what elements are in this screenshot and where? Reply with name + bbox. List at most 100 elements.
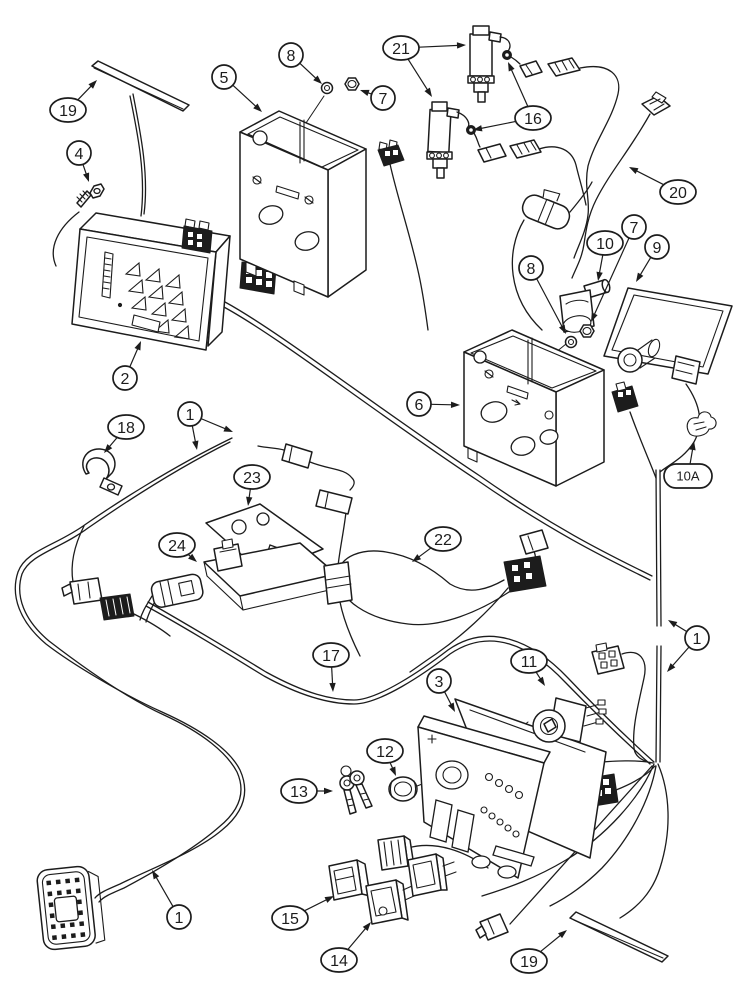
harness-clip-10a: [686, 411, 717, 437]
balloon-outline: [112, 365, 138, 391]
balloon-outline: [621, 214, 647, 240]
callout-number: 16: [524, 111, 542, 128]
callout-10A: 10A: [663, 441, 713, 489]
leader-arrowhead: [104, 444, 113, 453]
leader-arrowhead: [591, 312, 598, 322]
dome-lamp-9: [603, 287, 733, 385]
callout-number: 11: [521, 654, 538, 671]
strip-retainer-top: [91, 60, 190, 112]
callout-number: 13: [290, 784, 308, 801]
callout-number: 24: [168, 538, 186, 555]
callout-number: 18: [117, 420, 135, 437]
balloon-outline: [233, 464, 271, 490]
strip-retainer-bottom: [569, 911, 669, 963]
instrument-panel-3: [417, 715, 551, 879]
key-set-13: [339, 765, 373, 815]
leader-arrowhead: [88, 80, 97, 89]
callout-number: 22: [434, 532, 452, 549]
leader-arrowhead: [313, 75, 322, 84]
callout-number: 2: [121, 371, 130, 388]
callout-number: 8: [527, 261, 536, 278]
callout-leader: [591, 237, 630, 321]
pressure-switch-21b: [426, 101, 470, 179]
balloon-outline: [366, 738, 404, 764]
inline-diode-a: [281, 443, 313, 469]
callout-number: 7: [630, 220, 639, 237]
balloon-outline: [426, 668, 452, 694]
mounting-box-6: [463, 329, 605, 487]
callout-7: 7: [591, 214, 647, 322]
callout-number: 3: [435, 674, 444, 691]
circuit-breaker-14: [365, 879, 415, 925]
nut-7b: [579, 324, 595, 338]
leader-arrowhead: [667, 663, 676, 672]
leader-arrowhead: [362, 922, 371, 931]
callout-number: 1: [186, 407, 195, 424]
balloon-outline: [177, 401, 203, 427]
callout-number: 8: [287, 48, 296, 65]
callout-18: 18: [104, 414, 145, 453]
balloon-outline: [586, 230, 624, 256]
terminal-connectors-a: [519, 57, 581, 78]
balloon-outline: [158, 532, 196, 558]
callout-8: 8: [518, 255, 566, 334]
callout-22: 22: [412, 526, 462, 562]
balloon-outline: [382, 35, 420, 61]
callout-15: 15: [271, 896, 334, 931]
grommet-16b: [466, 125, 481, 148]
washer-8a: [320, 81, 334, 95]
leader-arrowhead: [324, 896, 334, 903]
mounting-bolt-4: [76, 183, 105, 208]
callout-17: 17: [312, 642, 350, 692]
callout-10: 10: [586, 230, 624, 281]
nut-7a: [344, 77, 360, 91]
balloon-outline: [663, 463, 713, 489]
balloon-outline: [320, 947, 358, 973]
grommet-16a: [502, 50, 521, 65]
terminal-connectors-b: [477, 139, 542, 163]
relay-module-24: [150, 573, 204, 608]
callout-7: 7: [360, 85, 396, 111]
callout-23: 23: [233, 464, 271, 506]
leader-arrowhead: [192, 440, 199, 450]
callout-1: 1: [177, 401, 233, 450]
callout-19: 19: [49, 80, 97, 123]
balloon-outline: [644, 234, 670, 260]
callout-2: 2: [112, 341, 141, 391]
callout-leader: [536, 278, 566, 333]
connector-plug-20: [641, 91, 671, 116]
circuit-breaker-b: [407, 853, 457, 897]
balloon-outline: [66, 140, 92, 166]
callout-number: 17: [322, 648, 340, 665]
bulkhead-connector-1: [36, 865, 106, 951]
bezel-nut-12: [388, 776, 418, 802]
callout-9: 9: [636, 234, 670, 282]
leader-arrowhead: [412, 554, 422, 562]
balloon-outline: [406, 391, 432, 417]
connector-assembly-22: [503, 529, 549, 593]
callout-number: 23: [243, 470, 261, 487]
balloon-outline: [424, 526, 462, 552]
balloon-outline: [280, 778, 318, 804]
callout-number: 14: [330, 953, 348, 970]
leader-arrowhead: [83, 172, 90, 182]
leader-arrowhead: [636, 272, 644, 282]
inline-connectors-left: [61, 577, 135, 621]
leader-arrowhead: [596, 271, 603, 281]
leader-arrowhead: [188, 553, 197, 562]
leader-arrowhead: [456, 42, 466, 49]
leader-arrowhead: [223, 425, 233, 432]
leader-arrowhead: [360, 89, 370, 96]
callout-16: 16: [473, 62, 552, 132]
leader-arrowhead: [537, 676, 545, 686]
washer-8b: [564, 335, 578, 349]
leader-arrowhead: [329, 682, 336, 692]
harness-wires: [14, 66, 701, 925]
callout-number: 20: [669, 185, 687, 202]
relay-connector-box5: [377, 139, 405, 167]
balloon-outline: [684, 625, 710, 651]
leader-arrowhead: [424, 87, 432, 97]
balloon-outline: [49, 97, 87, 123]
